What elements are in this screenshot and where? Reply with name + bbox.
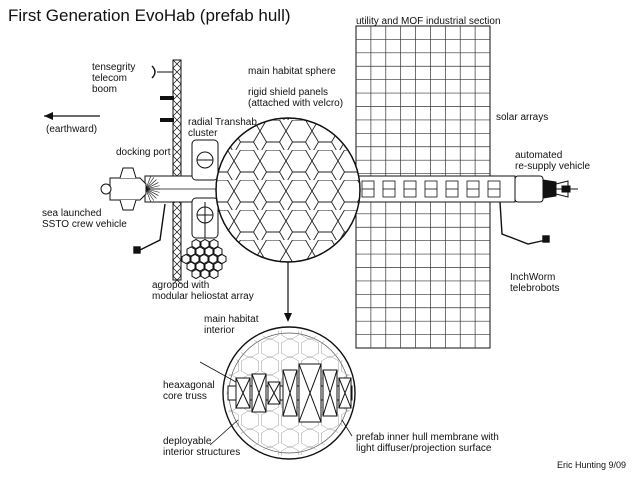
label-membrane: prefab inner hull membrane with light di… [356, 432, 499, 454]
earthward-arrow [44, 112, 100, 120]
label-inchworm: InchWorm telebrobots [510, 272, 560, 294]
label-utility-mof: utility and MOF industrial section [356, 16, 501, 27]
inchworm-telerobot-right [499, 201, 550, 245]
label-tensegrity-boom: tensegrity telecom boom [92, 62, 136, 95]
label-solar-arrays: solar arrays [496, 112, 549, 123]
label-resupply-vehicle: automated re-supply vehicle [515, 150, 591, 172]
label-core-truss: heaxagonal core truss [163, 380, 215, 402]
main-truss [144, 175, 516, 203]
label-earthward: (earthward) [46, 124, 98, 135]
author-credit: Eric Hunting 9/09 [557, 460, 627, 470]
habitat-interior-cutaway [222, 326, 356, 460]
label-agropod: agropod with modular heliostat array [152, 280, 254, 302]
automated-resupply-vehicle [514, 175, 578, 203]
label-interior: main habitat interior [204, 314, 259, 336]
label-main-sphere: main habitat sphere [248, 66, 336, 77]
label-docking-port: docking port [116, 147, 171, 158]
label-shield-panels: rigid shield panels (attached with velcr… [248, 87, 344, 109]
main-habitat-sphere [215, 117, 361, 263]
label-ssto-vehicle: sea launched SSTO crew vehicle [42, 208, 127, 230]
ssto-crew-vehicle [100, 167, 160, 211]
label-deployable: deployable interior structures [163, 436, 241, 458]
tensegrity-boom [151, 59, 182, 285]
leader-lines [199, 361, 353, 446]
agropod-heliostat-array [181, 202, 227, 280]
label-radial-transhab: radial Transhab cluster [188, 117, 257, 139]
inchworm-telerobot-left [133, 203, 166, 254]
diagram-title: First Generation EvoHab (prefab hull) [8, 6, 291, 25]
interior-arrow [284, 262, 292, 322]
